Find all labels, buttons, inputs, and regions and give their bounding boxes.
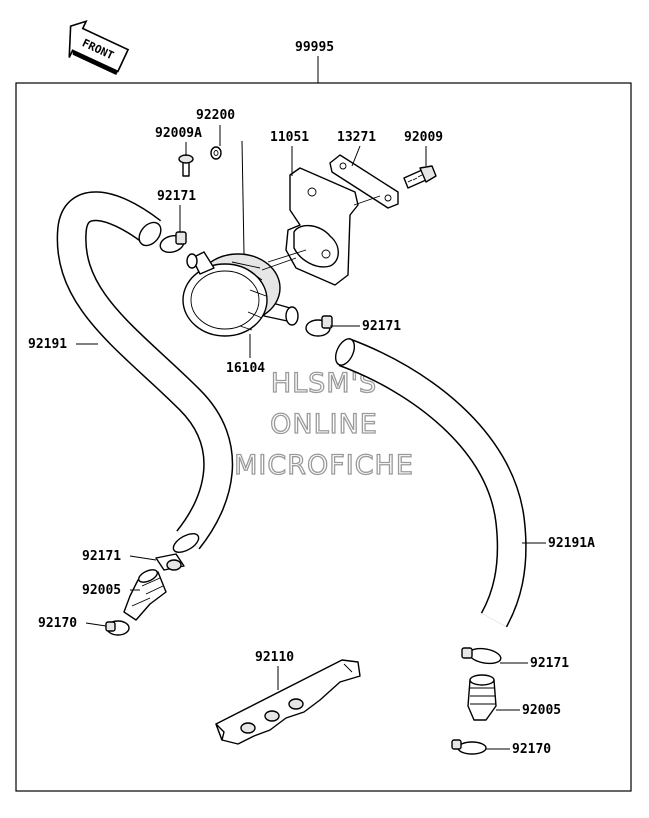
label-92110: 92110 — [255, 650, 294, 665]
fitting-92005-left — [123, 569, 167, 621]
label-92170-right: 92170 — [512, 742, 551, 757]
washer-92200 — [210, 146, 222, 160]
bolt-92009 — [403, 165, 437, 189]
clamp-92170-left — [105, 620, 130, 636]
clamp-92170-right — [451, 739, 487, 755]
watermark-line-3: MICROFICHE — [234, 450, 414, 481]
label-92009: 92009 — [404, 130, 443, 145]
hose-92191 — [56, 191, 234, 553]
bolt-92009A — [178, 154, 194, 177]
label-92005-left: 92005 — [82, 583, 121, 598]
assembly-frame — [15, 82, 632, 792]
label-13271: 13271 — [337, 130, 376, 145]
label-92170-left: 92170 — [38, 616, 77, 631]
clamp-92171-right — [461, 647, 502, 665]
label-16104: 16104 — [226, 361, 265, 376]
label-92171-right: 92171 — [530, 656, 569, 671]
watermark-line-2: ONLINE — [270, 409, 378, 440]
valve-16104 — [182, 251, 299, 337]
assembly-number: 99995 — [295, 40, 334, 55]
plate-13271 — [329, 154, 399, 209]
label-92191A: 92191A — [548, 536, 595, 551]
label-92005-right: 92005 — [522, 703, 561, 718]
label-92009A: 92009A — [155, 126, 202, 141]
bracket-11051 — [261, 167, 359, 286]
label-92191: 92191 — [28, 337, 67, 352]
cover-92110 — [215, 659, 361, 745]
clamp-92171-top — [159, 231, 187, 254]
label-92171-left: 92171 — [82, 549, 121, 564]
clamp-92171-mid — [305, 315, 333, 337]
fitting-92005-right — [467, 674, 497, 721]
label-11051: 11051 — [270, 130, 309, 145]
label-92171-mid: 92171 — [362, 319, 401, 334]
front-arrow-icon: FRONT — [68, 19, 130, 76]
clamp-92171-left — [155, 553, 185, 571]
hose-92191A — [334, 337, 527, 628]
label-92200: 92200 — [196, 108, 235, 123]
label-92171-top: 92171 — [157, 189, 196, 204]
